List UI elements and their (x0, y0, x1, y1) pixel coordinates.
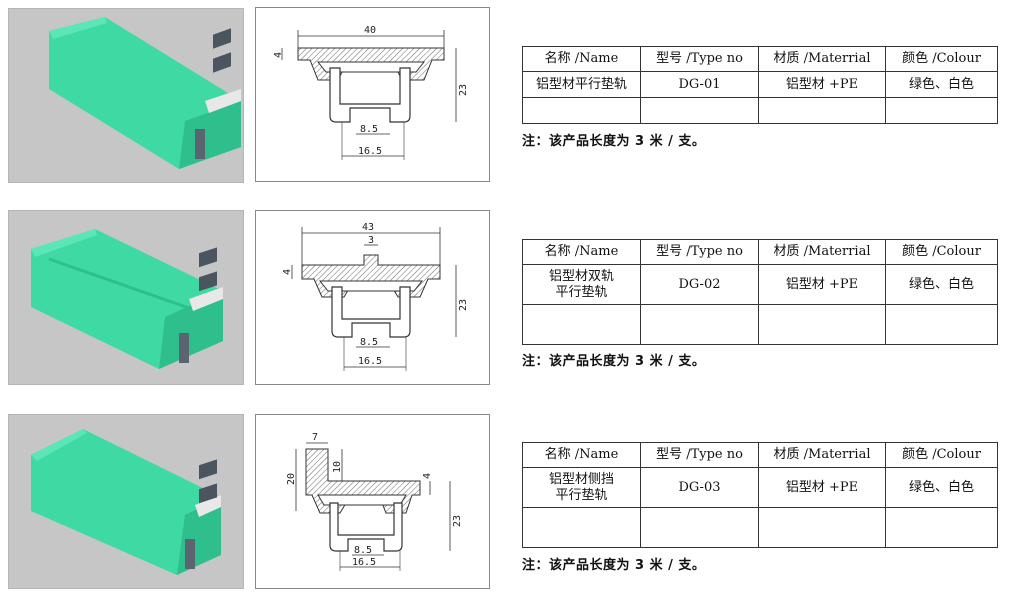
cell-colour: 绿色、白色 (885, 264, 998, 305)
cell-type: DG-03 (640, 467, 759, 508)
dim-neck: 8.5 (360, 124, 378, 135)
note-dg03: 注：该产品长度为 3 米 / 支。 (522, 558, 706, 573)
header-material: 材质 /Materrial (758, 239, 886, 265)
dim-base: 16.5 (358, 356, 382, 367)
note-dg01: 注：该产品长度为 3 米 / 支。 (522, 134, 706, 149)
header-colour: 颜色 /Colour (885, 46, 998, 72)
dim-neck: 8.5 (354, 545, 372, 556)
product-photo-dg01 (8, 8, 244, 183)
header-material: 材质 /Materrial (758, 442, 886, 468)
dim-flange: 4 (282, 269, 293, 275)
cell-material: 铝型材 +PE (758, 264, 886, 305)
spec-table-dg03: 名称 /Name 型号 /Type no 材质 /Materrial 颜色 /C… (522, 442, 998, 548)
header-name: 名称 /Name (522, 239, 641, 265)
cell-type: DG-02 (640, 264, 759, 305)
dim-flange: 4 (273, 52, 284, 58)
header-type: 型号 /Type no (640, 239, 759, 265)
cell-material: 铝型材 +PE (758, 71, 886, 98)
technical-drawing-dg02: 43 3 4 23 8.5 16.5 (255, 210, 490, 385)
dim-height: 23 (458, 299, 469, 311)
header-name: 名称 /Name (522, 442, 641, 468)
cell-name: 铝型材侧挡平行垫轨 (522, 467, 641, 508)
cell-name: 铝型材平行垫轨 (522, 71, 641, 98)
dim-side-inner: 10 (332, 461, 343, 473)
note-dg02: 注：该产品长度为 3 米 / 支。 (522, 354, 706, 369)
dim-height: 23 (452, 515, 463, 527)
cell-material: 铝型材 +PE (758, 467, 886, 508)
product-photo-dg02 (8, 210, 244, 385)
spec-table-dg01: 名称 /Name 型号 /Type no 材质 /Materrial 颜色 /C… (522, 46, 998, 124)
header-material: 材质 /Materrial (758, 46, 886, 72)
dim-rib: 3 (368, 235, 374, 246)
dim-height: 23 (458, 84, 469, 96)
product-photo-dg03 (8, 414, 244, 589)
dim-width: 43 (362, 222, 374, 233)
cell-type: DG-01 (640, 71, 759, 98)
cell-colour: 绿色、白色 (885, 71, 998, 98)
header-name: 名称 /Name (522, 46, 641, 72)
header-colour: 颜色 /Colour (885, 239, 998, 265)
technical-drawing-dg01: 40 4 23 8.5 16.5 (255, 7, 490, 182)
dim-side-width: 7 (312, 432, 318, 443)
header-type: 型号 /Type no (640, 442, 759, 468)
header-type: 型号 /Type no (640, 46, 759, 72)
cell-name: 铝型材双轨平行垫轨 (522, 264, 641, 305)
dim-base: 16.5 (358, 146, 382, 157)
dim-side-height: 20 (286, 473, 297, 485)
dim-neck: 8.5 (360, 337, 378, 348)
dim-flange: 4 (422, 473, 433, 479)
spec-table-dg02: 名称 /Name 型号 /Type no 材质 /Materrial 颜色 /C… (522, 239, 998, 345)
header-colour: 颜色 /Colour (885, 442, 998, 468)
dim-width: 40 (364, 25, 376, 36)
dim-base: 16.5 (352, 557, 376, 568)
technical-drawing-dg03: 7 20 10 4 23 8.5 16.5 (255, 414, 490, 589)
cell-colour: 绿色、白色 (885, 467, 998, 508)
